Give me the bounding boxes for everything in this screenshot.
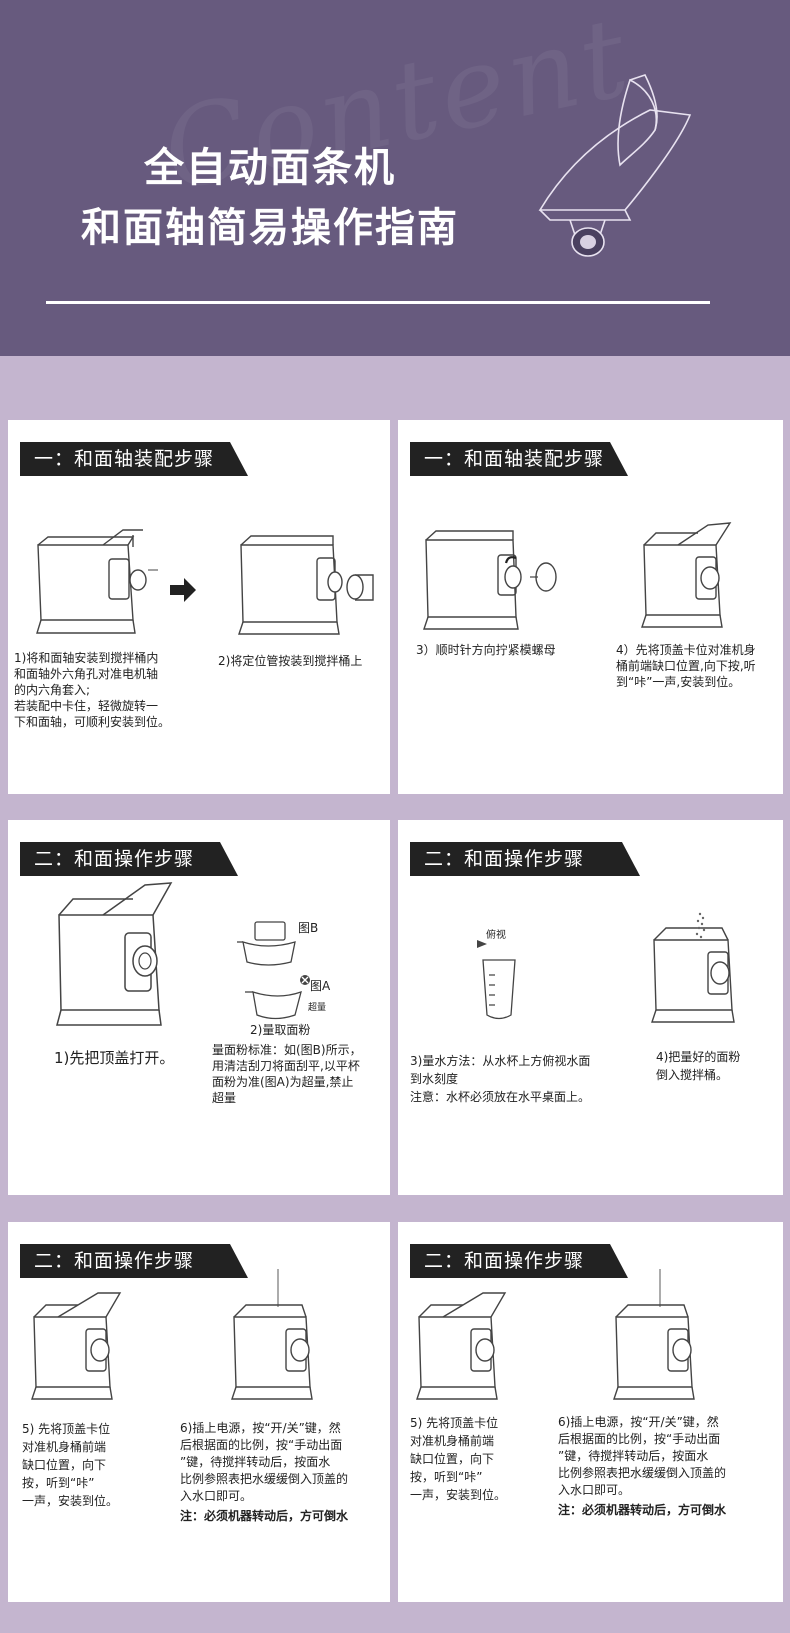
note-left: 注：必须机器转动后，方可倒水 xyxy=(180,1509,349,1523)
header-banner: Content 全自动面条机 和面轴简易操作指南 xyxy=(0,0,790,356)
step-op6-left-caption: 6)插上电源，按“开/关”键，然 后根据面的比例，按“手动出面 ”键，待搅拌转动… xyxy=(180,1421,349,1503)
operation-panel-2: 二：和面操作步骤 俯视 3)量水方法：从水杯上方俯视水面 到水刻度 注意：水杯必… xyxy=(398,820,783,1195)
page-title-line1: 全自动面条机 xyxy=(144,145,396,191)
step-op2-caption: 量面粉标准：如(图B)所示， 用清洁刮刀将面刮平,以平杯 面粉为准(图A)为超量… xyxy=(212,1043,362,1105)
over-measure-label: 超量 xyxy=(308,1003,327,1013)
top-view-label: 俯视 xyxy=(486,930,506,941)
machine-lid-open-illustration xyxy=(56,882,173,1026)
figure-b-label: 图B xyxy=(298,921,319,935)
operation-panel-4: 二：和面操作步骤 5) 先将顶盖卡位 对准机身桶前端 缺口位置，向下 按，听到“… xyxy=(398,1222,783,1602)
step-2-caption: 2)将定位管按装到搅拌桶上 xyxy=(218,654,363,668)
machine-water-pour-illustration xyxy=(613,1269,695,1400)
machine-flour-pour-illustration xyxy=(651,912,735,1023)
step-op5-right-caption: 5) 先将顶盖卡位 对准机身桶前端 缺口位置，向下 按，听到“咔” 一声，安装到… xyxy=(410,1416,507,1502)
step-op6-right-caption: 6)插上电源，按“开/关”键，然 后根据面的比例，按“手动出面 ”键，待搅拌转动… xyxy=(558,1415,727,1497)
machine-illustration-step4 xyxy=(641,522,732,628)
step-op3-caption: 3)量水方法：从水杯上方俯视水面 到水刻度 注意：水杯必须放在水平桌面上。 xyxy=(410,1054,591,1104)
note-right: 注：必须机器转动后，方可倒水 xyxy=(558,1503,727,1517)
machine-illustration-step1 xyxy=(36,529,158,634)
step-op1-caption: 1)先把顶盖打开。 xyxy=(54,1049,175,1067)
assembly-panel-left: 一：和面轴装配步骤 1)将和面轴安装到搅拌桶内 和面轴外六角孔对准电机轴 的内六… xyxy=(8,420,390,794)
arrow-right-icon xyxy=(170,578,196,602)
section-tag-operation: 二：和面操作步骤 xyxy=(20,1244,248,1278)
step-op4-caption: 4)把量好的面粉 倒入搅拌桶。 xyxy=(656,1050,741,1082)
section-tag-assembly: 一：和面轴装配步骤 xyxy=(20,442,248,476)
assembly-panel-right: 一：和面轴装配步骤 3）顺时针方向拧紧模螺母 4）先将顶盖卡位对准机身 桶前端缺… xyxy=(398,420,783,794)
section-tag-operation: 二：和面操作步骤 xyxy=(20,842,238,876)
header-divider xyxy=(46,301,710,304)
machine-illustration-step3 xyxy=(423,530,557,630)
step-op2-title: 2)量取面粉 xyxy=(250,1023,311,1037)
machine-lid-close-illustration xyxy=(31,1292,122,1400)
machine-lid-close-illustration xyxy=(416,1292,507,1400)
step-3-caption: 3）顺时针方向拧紧模螺母 xyxy=(416,643,556,657)
section-tag-operation: 二：和面操作步骤 xyxy=(410,842,640,876)
page-title-line2: 和面轴简易操作指南 xyxy=(81,205,459,251)
mixing-paddle-illustration xyxy=(538,74,692,257)
step-op5-left-caption: 5) 先将顶盖卡位 对准机身桶前端 缺口位置，向下 按，听到“咔” 一声，安装到… xyxy=(22,1422,119,1508)
figure-a-label: 图A xyxy=(310,979,331,993)
flour-cup-illustration xyxy=(237,921,310,1020)
machine-water-pour-illustration xyxy=(231,1269,313,1400)
machine-illustration-step2 xyxy=(238,535,374,635)
operation-panel-1: 二：和面操作步骤 图B 图A 超量 2)量取面粉 1)先把顶盖打开。 量面粉标准… xyxy=(8,820,390,1195)
operation-panel-3: 二：和面操作步骤 5) 先将顶盖卡位 对准机身桶前端 缺口位置，向下 按，听到“… xyxy=(8,1222,390,1602)
step-1-caption: 1)将和面轴安装到搅拌桶内 和面轴外六角孔对准电机轴 的内六角套入; 若装配中卡… xyxy=(14,651,171,729)
step-4-caption: 4）先将顶盖卡位对准机身 桶前端缺口位置,向下按,听 到“咔”一声,安装到位。 xyxy=(616,643,756,689)
section-tag-operation: 二：和面操作步骤 xyxy=(410,1244,628,1278)
section-tag-assembly: 一：和面轴装配步骤 xyxy=(410,442,628,476)
water-cup-illustration xyxy=(477,940,516,1020)
